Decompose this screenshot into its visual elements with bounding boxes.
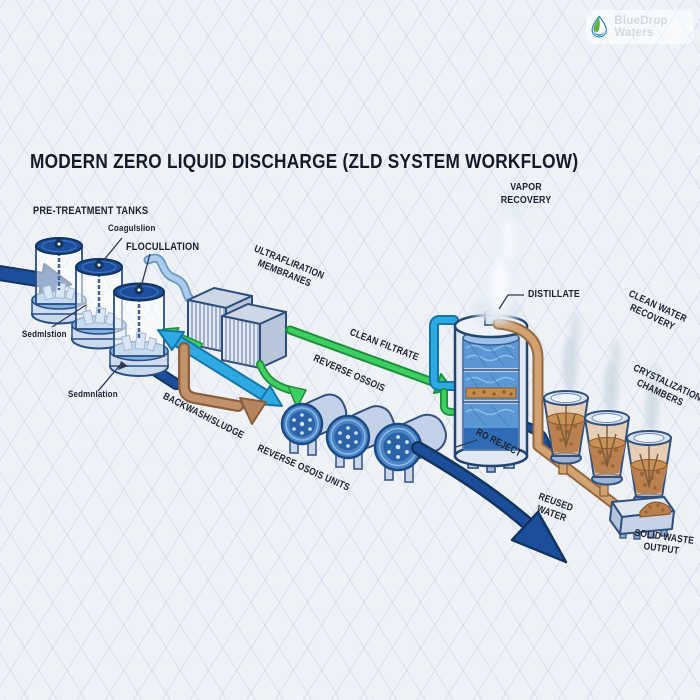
- solid-waste-pile: [639, 501, 672, 518]
- label-distillate: DISTILLATE: [528, 288, 580, 300]
- ro-reject-pipe: [411, 441, 568, 564]
- label-pre-treatment-tanks: PRE-TREATMENT TANKS: [33, 205, 149, 217]
- crystallizer-3: [626, 430, 672, 506]
- brand-name: BlueDrop Waters: [614, 15, 668, 39]
- leader-arrowhead: [118, 361, 128, 370]
- ultrafiltration-membrane-modules: [187, 287, 287, 369]
- page-title: MODERN ZERO LIQUID DISCHARGE (ZLD SYSTEM…: [30, 150, 683, 174]
- label-vapor-recovery: VAPOR RECOVERY: [500, 181, 552, 206]
- label-flocculation: FLOCULLATION: [126, 241, 200, 253]
- crystallizer-1: [543, 390, 589, 465]
- brand-logo: BlueDrop Waters: [586, 10, 694, 44]
- backwash-sludge-pipe: [178, 342, 267, 425]
- membrane-to-ro-pipe: [256, 360, 307, 409]
- water-drop-icon: [591, 15, 607, 38]
- label-coagulation: Coagulslion: [108, 223, 156, 234]
- evaporator-inlet-pipes: [429, 315, 459, 416]
- membrane-module-2: [221, 303, 287, 369]
- label-sedimentation-bottom: Sedmnlation: [68, 389, 118, 400]
- crystallizer-2: [584, 410, 630, 486]
- pretreatment-tank-coagulation: [31, 237, 87, 325]
- distillate-pipe: [492, 318, 640, 522]
- crystallizer-steam-wisps: [563, 312, 660, 432]
- pretreatment-tank-sedimentation: [109, 282, 169, 377]
- reverse-osmosis-units: [280, 393, 447, 483]
- leader-lines: [51, 237, 524, 448]
- evaporator-steam-plume: [473, 180, 527, 324]
- label-sedimentation-left: Sedmlstion: [22, 329, 67, 340]
- tank-to-membrane-pipe: [143, 253, 199, 307]
- crystallization-chambers: [543, 390, 672, 506]
- solid-waste-tray: [609, 496, 675, 540]
- title-line: MODERN ZERO LIQUID DISCHARGE (ZLD SYSTEM…: [30, 150, 579, 173]
